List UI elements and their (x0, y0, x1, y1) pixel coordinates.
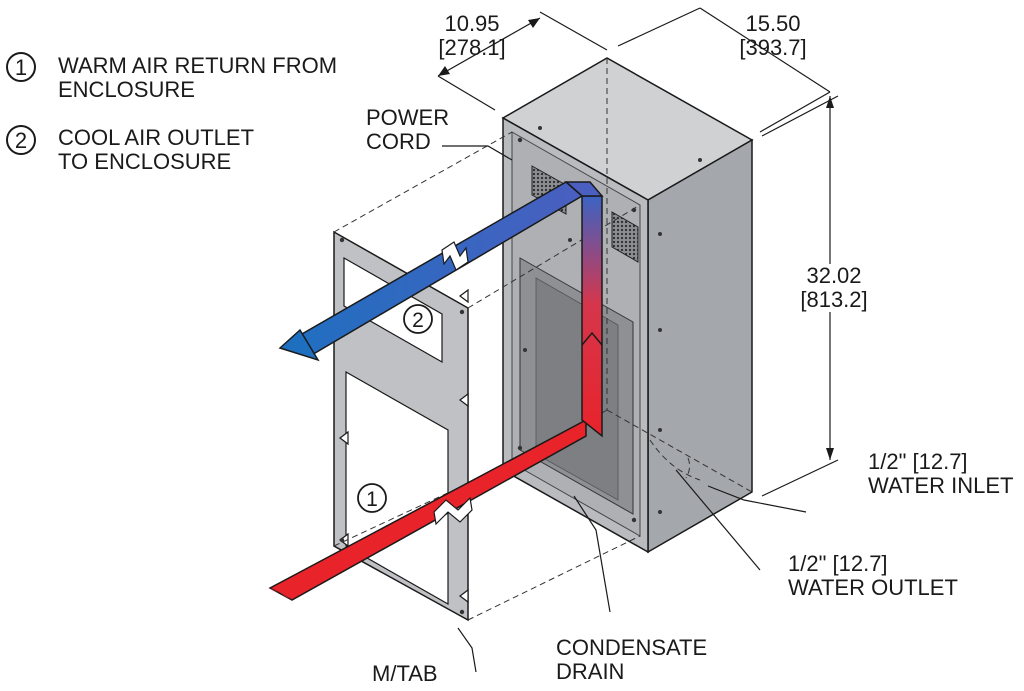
cool-air-arrowhead (278, 328, 320, 362)
dim-depth-in: 10.95 (444, 11, 500, 36)
screws (517, 126, 702, 523)
water-outlet-label: WATER OUTLET (788, 575, 958, 600)
mtab-label: M/TAB (372, 661, 438, 686)
condensate-drain-line2: DRAIN (556, 659, 625, 684)
water-inlet-size: 1/2" [12.7] (868, 449, 968, 474)
frame-holes (339, 237, 465, 615)
water-inlet-label: WATER INLET (868, 473, 1014, 498)
dimension-arrowheads (438, 18, 834, 460)
warm-air-arrow (268, 418, 587, 601)
grille-right (611, 211, 639, 263)
cabinet-side (647, 138, 753, 554)
legend-marker-2: 2 (6, 125, 36, 155)
riser-chevron (581, 331, 603, 346)
dim-width-in: 15.50 (745, 11, 801, 36)
dim-height-in: 32.02 (792, 264, 876, 288)
dim-width-mm: [393.7] (739, 35, 807, 60)
power-cord-line1: POWER (366, 105, 450, 130)
dim-height-mm: [813.2] (790, 288, 878, 312)
arrow-breaks (433, 241, 473, 526)
dimension-lines (437, 7, 839, 673)
legend-2-line1: COOL AIR OUTLET (58, 125, 255, 150)
cabinet (501, 57, 754, 554)
condensate-drain-line1: CONDENSATE (556, 635, 708, 660)
diagram-marker-2-text: 2 (412, 309, 424, 332)
air-riser (581, 195, 603, 438)
airflow (268, 181, 604, 601)
power-cord-line2: CORD (366, 129, 431, 154)
diagram-marker-2: 2 (403, 304, 433, 334)
legend-1-line1: WARM AIR RETURN FROM (58, 53, 338, 78)
diagram-marker-1-text: 1 (366, 488, 378, 511)
dim-depth-mm: [278.1] (438, 35, 506, 60)
legend-marker-1: 1 (6, 52, 36, 82)
legend-2-line2: TO ENCLOSURE (58, 149, 232, 174)
legend-1-line2: ENCLOSURE (58, 77, 195, 102)
diagram-marker-1: 1 (357, 483, 387, 513)
water-outlet-size: 1/2" [12.7] (788, 551, 888, 576)
warm-air-arrow-2 (270, 588, 292, 600)
